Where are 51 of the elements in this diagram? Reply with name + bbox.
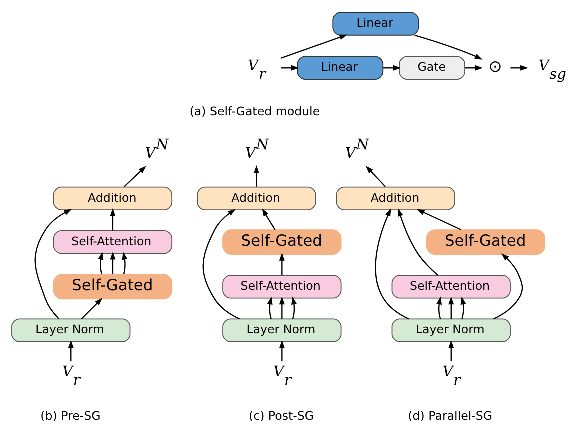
arrow: [398, 208, 438, 276]
arrow: [124, 166, 146, 187]
arrow: [383, 64, 402, 70]
arrow: [110, 208, 116, 230]
arrow: [98, 251, 104, 274]
arrow: [279, 296, 285, 319]
node-box: Self-Attention: [392, 274, 511, 298]
arrow: [281, 34, 348, 58]
node-box: Gate: [399, 56, 466, 80]
node-box: Addition: [53, 186, 173, 210]
node-box: Linear: [297, 56, 384, 80]
arrow: [375, 208, 410, 320]
arrow: [282, 64, 300, 70]
label: (c) Post-SG: [248, 408, 314, 423]
arrow: [279, 252, 285, 275]
node-box: Self-Attention: [222, 274, 342, 298]
node-box: Self-Attention: [53, 230, 173, 254]
arrow: [68, 340, 74, 362]
node-box: Self-Gated: [426, 229, 546, 255]
arrow: [279, 340, 285, 362]
arrow: [416, 208, 462, 230]
arrow: [414, 34, 483, 60]
arrow: [292, 296, 297, 319]
node-box: Addition: [197, 186, 316, 210]
arrow: [510, 64, 528, 70]
node-box: Self-Gated: [222, 229, 342, 255]
node-box: Linear: [332, 12, 420, 36]
arrow: [436, 296, 442, 319]
arrow: [34, 208, 72, 319]
node-box: Layer Norm: [222, 318, 342, 342]
label: (a) Self-Gated module: [190, 104, 320, 118]
arrow: [448, 340, 454, 362]
node-box: Layer Norm: [12, 318, 131, 342]
arrow: [494, 253, 524, 320]
arrow: [448, 296, 454, 319]
node-box: Self-Gated: [53, 274, 173, 300]
arrow: [460, 296, 466, 319]
arrow: [110, 251, 116, 274]
arrow: [254, 165, 260, 186]
node-text: ⊙: [488, 56, 502, 76]
arrow: [267, 296, 273, 319]
node-box: Layer Norm: [392, 318, 511, 342]
label: (d) Parallel-SG: [408, 408, 493, 423]
label: (b) Pre-SG: [40, 408, 101, 423]
arrow: [465, 64, 484, 70]
node-box: Addition: [336, 186, 456, 210]
arrow: [122, 251, 128, 274]
arrow: [202, 208, 240, 320]
arrow: [262, 208, 276, 230]
arrow: [81, 298, 103, 320]
arrow: [366, 166, 386, 187]
